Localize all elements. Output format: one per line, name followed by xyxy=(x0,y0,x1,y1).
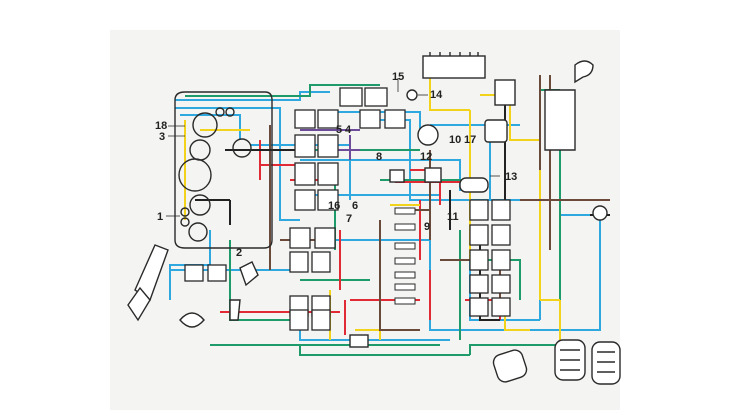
connector-blocks xyxy=(184,87,511,331)
callout-16: 16 xyxy=(328,200,340,212)
ignition-coil xyxy=(406,89,418,101)
fuse xyxy=(394,271,416,279)
tail-lamp-left xyxy=(492,349,528,383)
gauge-tach xyxy=(192,112,218,138)
fuse xyxy=(394,257,416,265)
fuse xyxy=(394,242,416,250)
connector-block xyxy=(469,249,489,271)
lamp-lens-lines xyxy=(560,349,615,373)
connector-block xyxy=(491,274,511,294)
steering-stalk xyxy=(127,286,151,322)
callout-13: 13 xyxy=(505,171,517,183)
connector-block xyxy=(491,297,511,317)
callout-1: 1 xyxy=(157,211,163,223)
connector-block xyxy=(491,249,511,271)
callout-11: 11 xyxy=(447,211,459,223)
paper-sheet xyxy=(110,30,620,410)
callout-5: 5 xyxy=(336,124,342,136)
connector-block xyxy=(359,109,381,129)
wire-yellow-2 xyxy=(184,120,420,340)
headlight-relay xyxy=(544,89,576,151)
connector-block xyxy=(289,251,309,273)
callout-2: 2 xyxy=(236,247,242,259)
callout-10: 10 xyxy=(449,134,461,146)
connector-block xyxy=(294,189,316,211)
connector-block xyxy=(469,199,489,221)
connector-block xyxy=(289,227,311,249)
sender-unit xyxy=(424,167,442,183)
callout-17: 17 xyxy=(464,134,476,146)
connector-block xyxy=(384,109,406,129)
connector-block xyxy=(491,199,511,221)
connector-block xyxy=(491,224,511,246)
gauge-temp xyxy=(188,222,208,242)
warning-lamp-2 xyxy=(225,107,235,117)
connector-block xyxy=(314,227,336,249)
callout-18: 18 xyxy=(155,120,167,132)
callout-15: 15 xyxy=(392,71,404,83)
callout-6: 6 xyxy=(352,200,358,212)
ignition-switch xyxy=(239,261,259,287)
connector-block xyxy=(311,309,331,331)
connector-block xyxy=(317,134,339,158)
connector-block xyxy=(207,264,227,282)
voltage-regulator xyxy=(494,79,516,106)
starter-motor xyxy=(459,177,489,193)
callout-12: 12 xyxy=(420,151,432,163)
steering-switches xyxy=(127,244,259,328)
connector-block xyxy=(469,297,489,317)
rear-lamps xyxy=(349,334,621,385)
tail-lamp-right xyxy=(591,341,621,385)
instrument-panel xyxy=(174,91,273,249)
battery-cells xyxy=(429,52,479,56)
connector-block xyxy=(339,87,363,107)
wiper-motor xyxy=(574,60,594,84)
horn-button xyxy=(179,312,205,328)
connector-block xyxy=(317,189,339,211)
fuse xyxy=(394,297,416,305)
connector-block xyxy=(364,87,388,107)
gauge-fuel xyxy=(189,194,211,216)
connector-block xyxy=(289,309,309,331)
warning-lamp xyxy=(215,107,225,117)
wire-dark xyxy=(195,90,610,321)
connector-block xyxy=(317,109,339,129)
callout-4: 4 xyxy=(345,124,352,136)
connector-block xyxy=(294,109,316,129)
callout-8: 8 xyxy=(376,151,382,163)
horn-relay xyxy=(592,205,608,221)
fuse xyxy=(394,223,416,231)
warning-lamp-4 xyxy=(180,217,190,227)
relay-small xyxy=(389,169,405,183)
rear-plug xyxy=(349,334,369,348)
engine-bay xyxy=(389,52,608,221)
fuse-box xyxy=(394,207,416,305)
connector-block xyxy=(311,251,331,273)
callout-14: 14 xyxy=(430,89,443,101)
callout-7: 7 xyxy=(346,213,352,225)
wiper-switch xyxy=(229,299,241,321)
warning-lamp-3 xyxy=(180,207,190,217)
connector-block xyxy=(317,162,339,186)
callout-3: 3 xyxy=(159,131,165,143)
alternator xyxy=(484,119,508,143)
distributor xyxy=(417,124,439,146)
callout-9: 9 xyxy=(424,221,430,233)
gauge-clock xyxy=(232,138,252,158)
connector-block xyxy=(294,162,316,186)
dash-outline xyxy=(174,91,273,249)
fuse xyxy=(394,283,416,291)
connector-block xyxy=(469,274,489,294)
connector-block xyxy=(294,134,316,158)
battery xyxy=(422,55,486,79)
connector-block xyxy=(469,224,489,246)
connector-block xyxy=(184,264,204,282)
fuse xyxy=(394,207,416,215)
callout-leaders xyxy=(166,78,500,217)
gauge-speedometer xyxy=(178,158,212,192)
callouts: 1 2 3 4 5 6 7 8 9 10 11 12 13 14 15 16 1… xyxy=(155,71,517,259)
